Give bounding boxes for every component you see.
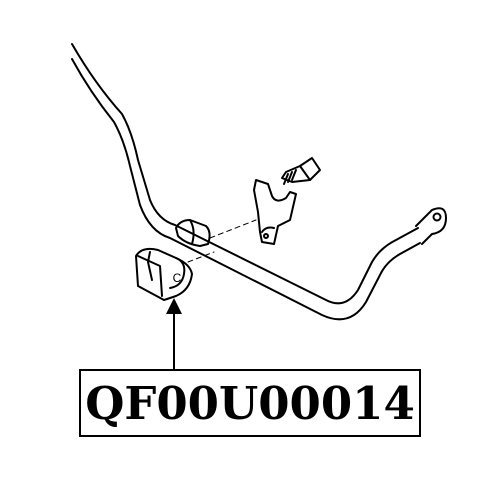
bushing-part	[135, 247, 193, 301]
bracket	[253, 179, 297, 245]
alignment-guides	[187, 219, 257, 263]
mounted-bushing	[175, 219, 211, 247]
stabilizer-bar	[71, 43, 421, 321]
end-link-eye	[415, 207, 447, 245]
arrow-head	[166, 298, 182, 314]
bolt	[281, 157, 321, 185]
part-number-label: QF00U00014	[79, 369, 421, 437]
bushing-marker: C	[173, 271, 182, 285]
